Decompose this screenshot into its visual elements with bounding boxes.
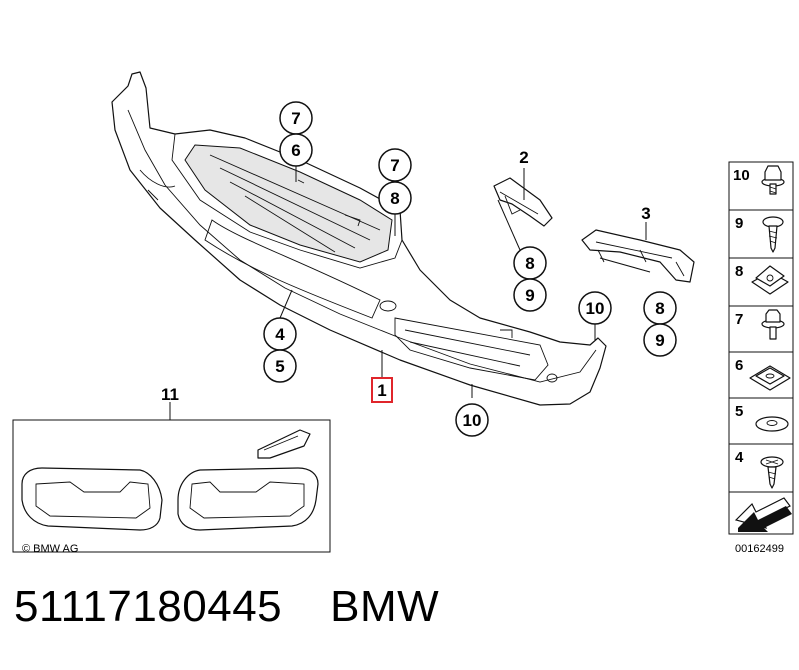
callout-6: 6 <box>279 133 313 167</box>
callout-label: 11 <box>161 385 179 404</box>
callout-9: 9 <box>513 278 547 312</box>
flange-bolt-icon <box>761 309 785 340</box>
callout-8: 8 <box>378 181 412 215</box>
callout-highlight-box <box>371 377 393 403</box>
legend-num-10: 10 <box>733 167 750 184</box>
callout-label: 6 <box>291 141 300 160</box>
callout-circle <box>643 323 677 357</box>
callout-3: 3 <box>641 204 650 223</box>
legend-num-9: 9 <box>735 215 743 232</box>
legend-num-8: 8 <box>735 263 743 280</box>
sheet-metal-screw-icon <box>762 216 784 253</box>
callout-label: 2 <box>519 148 528 167</box>
callout-4: 4 <box>263 317 297 351</box>
callout-11: 11 <box>161 385 179 404</box>
callout-circle <box>578 291 612 325</box>
callout-label: 10 <box>586 299 605 318</box>
callout-8: 8 <box>643 291 677 325</box>
callouts: 7 6 7 8 2 8 9 3 8 9 10 4 5 1 10 11 <box>161 101 677 437</box>
callout-circle <box>455 403 489 437</box>
bumper-cover-drawing <box>111 71 607 406</box>
callout-circle <box>513 278 547 312</box>
callout-label: 8 <box>390 189 399 208</box>
callout-1: 1 <box>371 377 393 403</box>
callout-label: 8 <box>525 254 534 273</box>
callout-label: 10 <box>463 411 482 430</box>
legend-num-6: 6 <box>735 357 743 374</box>
callout-label: 9 <box>525 286 534 305</box>
callout-label: 9 <box>655 331 664 350</box>
callout-label: 7 <box>291 109 300 128</box>
fastener-legend: 10 9 8 7 6 5 4 <box>728 161 794 555</box>
callout-circle <box>279 133 313 167</box>
callout-label: 7 <box>390 156 399 175</box>
body-screw-icon <box>760 456 784 489</box>
legend-num-7: 7 <box>735 311 743 328</box>
callout-10: 10 <box>455 403 489 437</box>
callout-8: 8 <box>513 246 547 280</box>
copyright-text: © BMW AG <box>22 543 78 555</box>
part-footer: 51117180445 BMW <box>14 582 487 632</box>
callout-label: 1 <box>377 381 386 400</box>
callout-label: 5 <box>275 357 284 376</box>
leader-lines <box>169 166 651 420</box>
callout-label: 4 <box>275 325 285 344</box>
clip-nut-icon <box>751 265 789 295</box>
square-nut-icon <box>749 365 791 391</box>
brand-name: BMW <box>330 582 440 631</box>
callout-circle <box>378 181 412 215</box>
washer-icon <box>755 416 789 432</box>
part-number: 51117180445 <box>14 582 283 631</box>
callout-label: 8 <box>655 299 664 318</box>
callout-2: 2 <box>519 148 528 167</box>
callout-10: 10 <box>578 291 612 325</box>
bracket-2-drawing <box>493 177 553 227</box>
hex-flange-bolt-icon <box>761 165 785 195</box>
callout-label: 3 <box>641 204 650 223</box>
callout-7: 7 <box>279 101 313 135</box>
callout-5: 5 <box>263 349 297 383</box>
callout-9: 9 <box>643 323 677 357</box>
grille-set-inset: © BMW AG <box>12 419 331 555</box>
direction-arrow-icon <box>734 497 792 532</box>
legend-num-5: 5 <box>735 403 743 420</box>
diagram-code: 00162499 <box>735 543 784 555</box>
callout-circle <box>263 349 297 383</box>
callout-circle <box>378 148 412 182</box>
bracket-3-drawing <box>581 229 695 283</box>
callout-7: 7 <box>378 148 412 182</box>
legend-num-4: 4 <box>735 449 744 466</box>
